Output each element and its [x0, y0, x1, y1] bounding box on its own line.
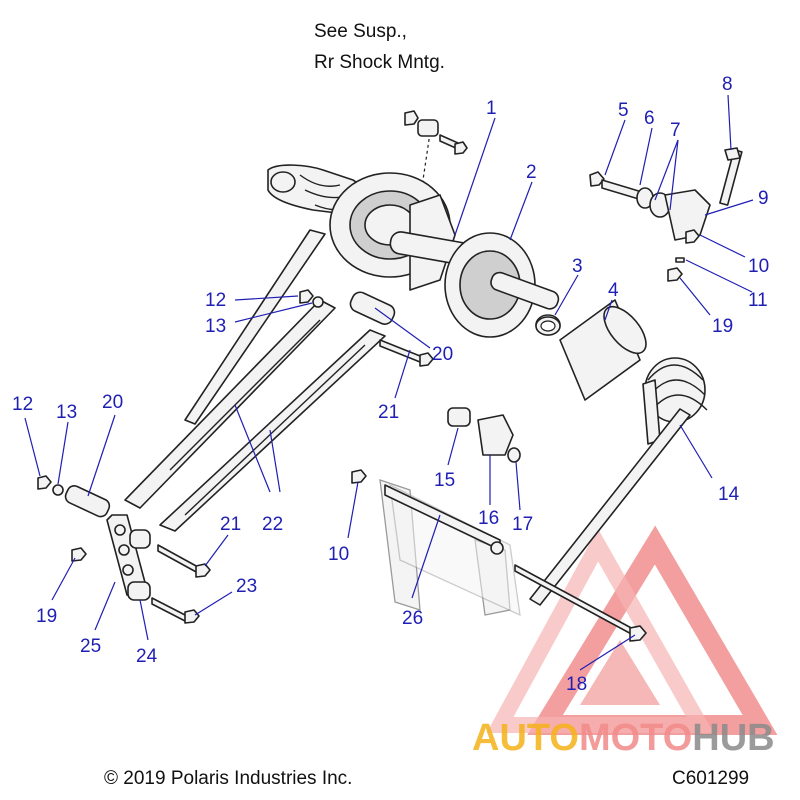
diagram-code: C601299 [672, 768, 749, 789]
nut-19-lower [71, 547, 87, 562]
callout-8: 8 [722, 74, 733, 95]
callout-19-lower: 19 [36, 606, 57, 627]
callout-19-right: 19 [712, 316, 733, 337]
note-line-1: See Susp., [314, 21, 407, 42]
callout-15: 15 [434, 470, 455, 491]
o-ring-17 [507, 447, 521, 463]
axle-assembly [267, 164, 561, 338]
copyright-text: © 2019 Polaris Industries Inc. [104, 768, 352, 789]
shock-mount-hardware [404, 110, 468, 155]
callout-13-lower: 13 [56, 402, 77, 423]
callout-14: 14 [718, 484, 740, 505]
watermark-auto: AUTO [472, 717, 579, 759]
callout-5: 5 [618, 100, 629, 121]
part-11-pin [675, 257, 685, 263]
callout-labels: 1 2 3 4 5 6 7 8 9 10 11 12 13 20 19 21 1… [12, 74, 769, 695]
leader-lines [24, 94, 754, 671]
callout-9: 9 [758, 188, 769, 209]
washer-13-lower [52, 484, 64, 496]
watermark-hub: HUB [692, 717, 774, 759]
callout-10-upper: 10 [748, 256, 769, 277]
callout-20-upper: 20 [432, 344, 453, 365]
nut-10-lower [351, 469, 367, 484]
callout-10-lower: 10 [328, 544, 349, 565]
callout-21-lower: 21 [220, 514, 241, 535]
washer-13-upper [312, 296, 324, 308]
callout-6: 6 [644, 108, 655, 129]
callout-3: 3 [572, 256, 583, 277]
sleeve-4 [559, 299, 647, 401]
frame-26 [379, 479, 521, 617]
callout-12-upper: 12 [205, 290, 226, 311]
nut-19-right [667, 267, 683, 282]
callout-2: 2 [526, 162, 537, 183]
watermark-text: AUTOMOTOHUB [472, 717, 775, 759]
callout-16: 16 [478, 508, 499, 529]
nut-12-upper [299, 289, 314, 304]
block-16 [477, 414, 514, 456]
callout-21-upper: 21 [378, 402, 399, 423]
left-torsion-rod [184, 229, 326, 425]
watermark-logo [486, 525, 778, 735]
right-pivot-parts [589, 147, 743, 244]
bolt-21-lower [157, 544, 199, 574]
callout-12-lower: 12 [12, 394, 33, 415]
callout-24: 24 [136, 646, 158, 667]
callout-20-lower: 20 [102, 392, 123, 413]
callout-1: 1 [486, 98, 497, 119]
callout-18: 18 [566, 674, 587, 695]
callout-11: 11 [748, 290, 768, 311]
watermark-moto: MOTO [579, 717, 692, 759]
bushing-upper [349, 291, 434, 367]
callout-26: 26 [402, 608, 423, 629]
callout-22: 22 [262, 514, 283, 535]
callout-17: 17 [512, 514, 533, 535]
callout-13-upper: 13 [205, 316, 226, 337]
link-plate [106, 514, 151, 601]
note-line-2: Rr Shock Mntg. [314, 52, 445, 73]
callout-4: 4 [608, 280, 619, 301]
bolt-23 [151, 597, 188, 623]
callout-25: 25 [80, 636, 101, 657]
nut-12-lower [37, 475, 52, 490]
bushing-15 [447, 407, 471, 427]
callout-7: 7 [670, 120, 681, 141]
bushing-20-lower [64, 485, 111, 518]
arm-plates [124, 299, 386, 532]
torsion-spring-14 [529, 357, 708, 606]
callout-23: 23 [236, 576, 257, 597]
